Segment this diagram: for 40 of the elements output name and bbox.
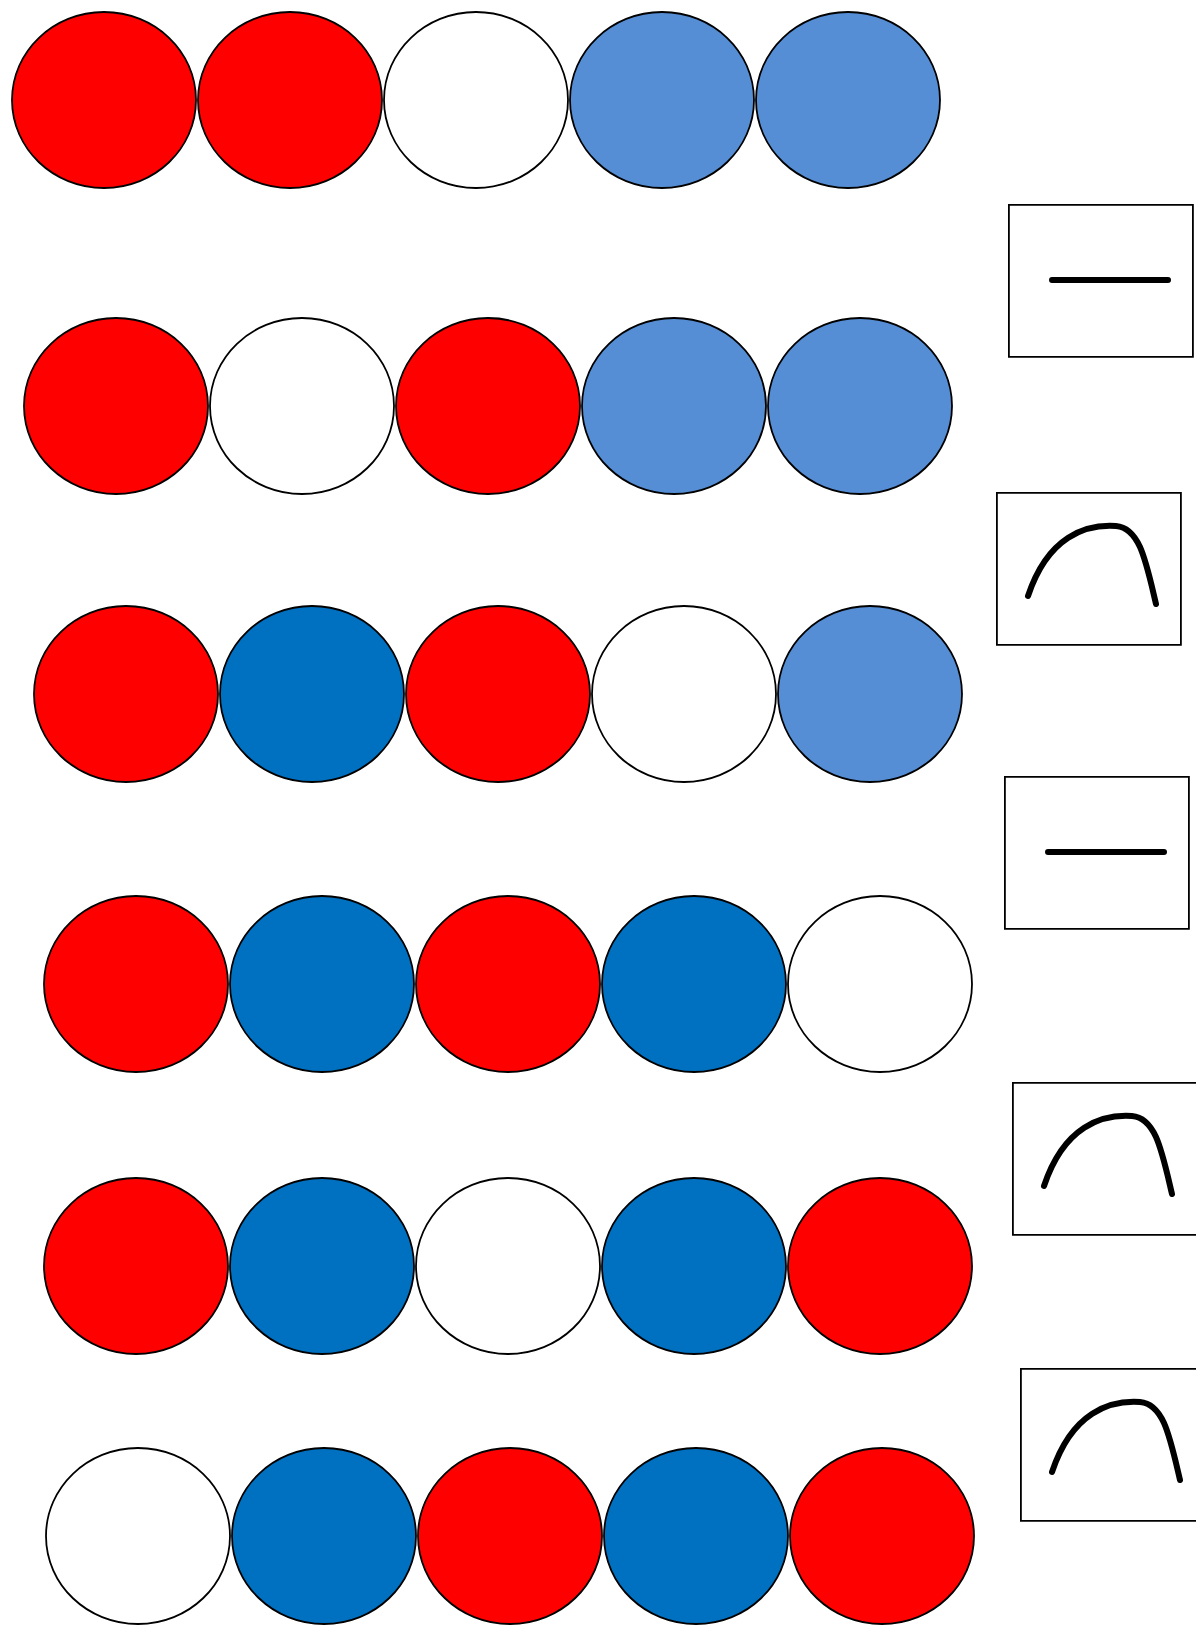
circle [43,1177,229,1355]
arc-symbol [1041,1112,1175,1197]
circle [415,1177,601,1355]
circle [581,317,767,495]
circle [603,1447,789,1625]
circle [601,895,787,1073]
minus-sign [1049,277,1171,283]
circle [395,317,581,495]
circle [787,895,973,1073]
sign-box [1008,204,1194,358]
circle [383,11,569,189]
circle [209,317,395,495]
sign-box [996,492,1182,646]
minus-sign [1045,849,1167,855]
circle [417,1447,603,1625]
circle [219,605,405,783]
circle [231,1447,417,1625]
circle [569,11,755,189]
circle [43,895,229,1073]
circle [789,1447,975,1625]
circle [787,1177,973,1355]
circle [23,317,209,495]
arc-symbol [1025,522,1159,607]
circle [591,605,777,783]
sign-box [1012,1082,1196,1236]
circle [767,317,953,495]
circle [229,895,415,1073]
circle [415,895,601,1073]
circle [197,11,383,189]
sign-box [1020,1368,1196,1522]
circle [229,1177,415,1355]
circle [755,11,941,189]
circle [11,11,197,189]
arc-symbol [1049,1398,1183,1483]
sign-box [1004,776,1190,930]
circle [45,1447,231,1625]
circle [601,1177,787,1355]
circle [777,605,963,783]
circle [33,605,219,783]
circle [405,605,591,783]
